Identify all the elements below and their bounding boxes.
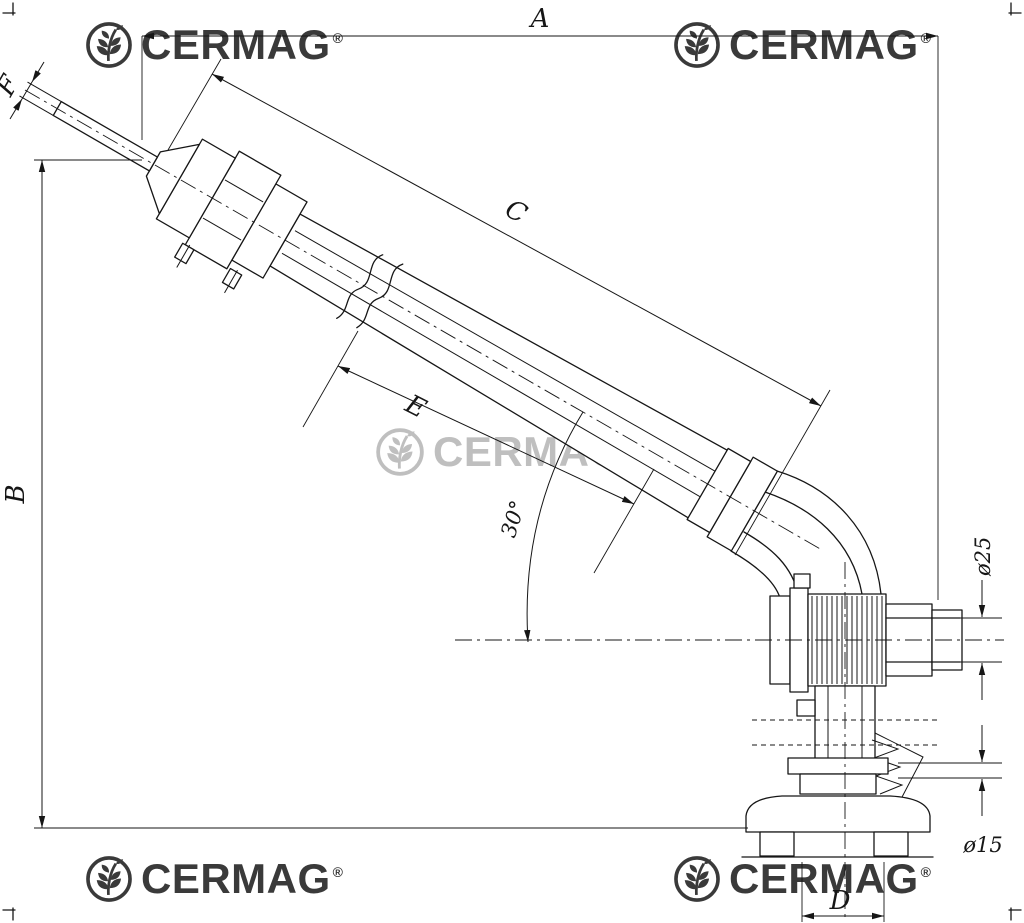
bearing-body — [769, 573, 963, 693]
dim-label-b: B — [1, 484, 31, 504]
brand-name: CERMAG — [141, 855, 331, 902]
dim-label-d: D — [829, 886, 851, 916]
clamp-lever — [874, 732, 924, 800]
dimension-f: F — [0, 61, 45, 120]
cermag-logo-text: CERMAG® — [729, 24, 932, 66]
dia15-label: ø15 — [962, 833, 1002, 857]
cermag-logo-text: CERMAG® — [141, 858, 344, 900]
base-plate — [745, 795, 931, 833]
dimension-a: A — [141, 4, 939, 600]
cermag-logo-text: CERMAG® — [729, 858, 932, 900]
angle-label: 30° — [496, 498, 530, 541]
dimension-dia25: ø25 — [948, 537, 1002, 700]
dim-label-c: C — [500, 194, 532, 230]
dimension-d: D — [801, 862, 885, 922]
barrel-assembly — [19, 81, 779, 552]
brand-name: CERMAG — [729, 21, 919, 68]
registered-trademark: ® — [920, 864, 932, 880]
dimension-dia15: ø15 — [898, 725, 1003, 857]
dia25-label: ø25 — [971, 537, 995, 577]
brand-name: CERMAG — [141, 21, 331, 68]
base-flange — [741, 719, 938, 858]
cermag-logo-top-right: CERMAG® — [672, 20, 932, 70]
brand-name: CERMAG — [729, 855, 919, 902]
cermag-logo-bottom-left: CERMAG® — [84, 854, 344, 904]
cermag-logo-bottom-right: CERMAG® — [672, 854, 932, 904]
dim-label-e: E — [399, 389, 430, 425]
registered-trademark: ® — [332, 864, 344, 880]
spring — [871, 739, 904, 795]
foot-pad — [759, 831, 795, 857]
nozzle-cone — [145, 143, 201, 215]
foot-pad — [873, 831, 909, 857]
dimension-b: B — [1, 159, 748, 829]
top-bolt — [793, 573, 811, 589]
dim-label-a: A — [529, 4, 550, 34]
